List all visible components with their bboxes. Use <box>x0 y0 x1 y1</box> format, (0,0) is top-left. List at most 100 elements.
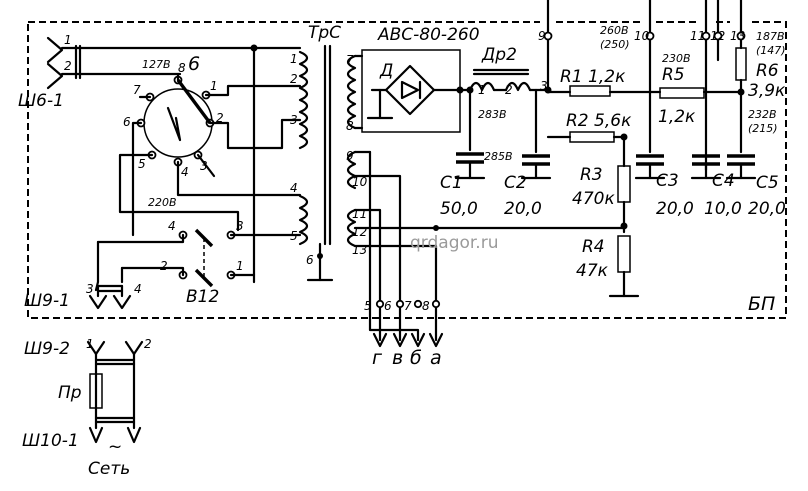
v232b-label: (215) <box>748 122 778 135</box>
capacitor-c2: C2 20,0 <box>504 88 552 219</box>
transformer-label: ТрС <box>308 23 341 43</box>
rail-pin-10: 10 <box>634 29 650 43</box>
switch-pin-2: 2 <box>160 259 168 273</box>
mains-tilde: ~ <box>108 437 122 457</box>
selector-label: 6 <box>188 53 200 75</box>
r4-value: 47к <box>576 261 609 281</box>
sh9-1-pin-4: 4 <box>134 282 142 296</box>
resistor-r4: R4 47к <box>576 235 640 298</box>
r5-value: 1,2к <box>658 107 696 127</box>
c2-value: 20,0 <box>504 199 542 219</box>
power-block-enclosure <box>27 21 787 319</box>
v187b-label: (147) <box>756 44 786 57</box>
tr-pin-5: 5 <box>290 229 298 243</box>
r2-label: R2 5,6к <box>566 111 632 131</box>
choke-label: Др2 <box>481 45 517 65</box>
rail-pin-11: 11 <box>690 29 705 43</box>
out-label-b: б <box>410 347 422 369</box>
sh6-pin-1-label: 1 <box>64 33 72 47</box>
resistor-r2: R2 5,6к <box>546 111 632 143</box>
c1-value: 50,0 <box>440 199 478 219</box>
fuse-label: Пр <box>58 383 82 403</box>
c5-name: C5 <box>756 173 779 193</box>
tr-pin-6: 6 <box>306 253 314 267</box>
choke-pin-1: 1 <box>478 83 486 97</box>
capacitor-c5: C5 20,0 <box>725 90 786 219</box>
capacitor-c3: C3 20,0 <box>634 90 694 219</box>
selector-pin-4: 4 <box>181 165 189 179</box>
resistor-r1: R1 1,2к <box>546 67 662 97</box>
choke-pin-2: 2 <box>505 83 513 97</box>
switch-v12: 4 3 2 1 В12 <box>94 219 302 307</box>
tr-pin-8: 8 <box>346 119 354 133</box>
c3-name: C3 <box>656 171 679 191</box>
v127-label: 127В <box>142 58 171 71</box>
block-label: БП <box>748 293 775 315</box>
r3-name: R3 <box>580 165 603 185</box>
sh9-1-pin-3: 3 <box>86 282 94 296</box>
resistor-r3: R3 470к <box>572 135 631 234</box>
rail-pin-12: 12 <box>710 29 725 43</box>
r4-name: R4 <box>582 237 605 257</box>
resistor-r5: R5 1,2к <box>658 65 742 127</box>
out-pin-6: 6 <box>384 299 392 313</box>
choke-pin-3: 3 <box>540 79 548 93</box>
tr-pin-1: 1 <box>290 52 298 66</box>
choke-dr2: 1 2 3 Др2 283В 285В <box>468 28 552 163</box>
rectifier-label: АВС-80-260 <box>377 25 480 45</box>
out-label-g: г <box>372 347 383 369</box>
v220-label: 220В <box>148 196 177 209</box>
rectifier-avs: Д АВС-80-260 <box>353 25 480 133</box>
switch-label: В12 <box>186 287 219 307</box>
sh10-label: Ш10-1 <box>22 431 79 451</box>
selector-pin-6: 6 <box>123 115 131 129</box>
sh9-2-pin-2: 2 <box>144 337 152 351</box>
c2-name: C2 <box>504 173 527 193</box>
selector-pin-3: 3 <box>200 159 208 173</box>
tr-pin-9: 9 <box>346 149 354 163</box>
c4-value: 10,0 <box>704 199 742 219</box>
v230-label: 230В <box>662 52 691 65</box>
selector-pin-5: 5 <box>138 157 146 171</box>
switch-pin-3: 3 <box>236 219 244 233</box>
tr-pin-10: 10 <box>352 175 368 189</box>
sh9-1-label: Ш9-1 <box>24 291 70 311</box>
tr-pin-7: 7 <box>346 53 354 67</box>
sh6-label: Ш6-1 <box>18 91 64 111</box>
r6-value: 3,9к <box>748 81 786 101</box>
out-label-v: в <box>392 347 403 369</box>
watermark: qrdagor.ru <box>410 233 498 253</box>
resistor-r6: R6 3,9к 187В (147) <box>735 28 786 101</box>
selector-pin-1: 1 <box>210 79 218 93</box>
connector-sh6-1: 1 2 Ш6-1 <box>18 33 302 111</box>
c3-value: 20,0 <box>656 199 694 219</box>
capacitor-c1: C1 50,0 <box>440 86 486 219</box>
out-pin-5: 5 <box>364 299 372 313</box>
c4-name: C4 <box>712 171 735 191</box>
mains-cord: 1 2 Ш9-2 Пр Ш10-1 ~ Сеть <box>22 337 152 479</box>
rectifier-diode-label: Д <box>379 61 393 81</box>
v285-label: 285В <box>484 150 513 163</box>
sh9-2-pin-1: 1 <box>86 337 94 351</box>
v232-label: 232В <box>748 108 777 121</box>
rail-pin-9: 9 <box>538 29 546 43</box>
v260b-label: (250) <box>600 38 630 51</box>
capacitor-c4: C4 10,0 <box>690 154 742 219</box>
v187-label: 187В <box>756 30 785 43</box>
tr-pin-4: 4 <box>290 181 298 195</box>
rail-pin-13: 13 <box>730 29 745 43</box>
c5-value: 20,0 <box>748 199 786 219</box>
selector-pin-7: 7 <box>133 83 141 97</box>
out-pin-8: 8 <box>422 299 430 313</box>
r1-label: R1 1,2к <box>560 67 626 87</box>
out-label-a: а <box>430 347 442 369</box>
output-wiring: 5 6 7 8 г в б а <box>353 150 626 369</box>
sh6-pin-2-label: 2 <box>64 59 72 73</box>
sh9-2-label: Ш9-2 <box>24 339 70 359</box>
voltage-selector: 8 1 2 3 4 5 6 7 6 127В 220В <box>118 44 302 284</box>
v283-label: 283В <box>478 108 507 121</box>
switch-pin-4: 4 <box>168 219 176 233</box>
connector-sh9-1: 3 4 Ш9-1 <box>24 282 142 311</box>
r6-name: R6 <box>756 61 779 81</box>
